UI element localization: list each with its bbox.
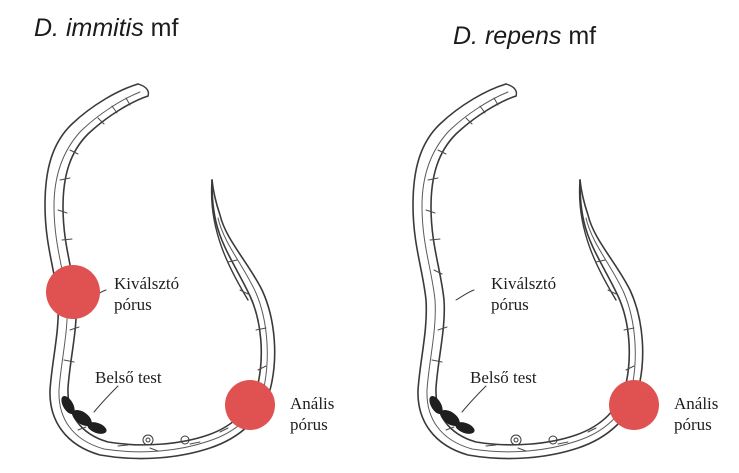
- anal-line1-right: Anális: [674, 393, 718, 414]
- excretory-pore-label-left: Kiválsztó pórus: [114, 273, 179, 315]
- inner-body-text-left: Belső test: [95, 368, 162, 387]
- inner-body-text-right: Belső test: [470, 368, 537, 387]
- anal-line2-right: pórus: [674, 414, 718, 435]
- anal-pore-marker-right: [609, 380, 659, 430]
- excretory-pore-marker-left: [46, 265, 100, 319]
- excretory-line1-left: Kiválsztó: [114, 273, 179, 294]
- excretory-line1-right: Kiválsztó: [491, 273, 556, 294]
- anal-pore-marker-left: [225, 380, 275, 430]
- anal-pore-label-left: Anális pórus: [290, 393, 334, 435]
- worm-drawing-right: [413, 84, 643, 459]
- anal-line2-left: pórus: [290, 414, 334, 435]
- excretory-line2-left: pórus: [114, 294, 179, 315]
- excretory-line2-right: pórus: [491, 294, 556, 315]
- inner-body-label-right: Belső test: [470, 367, 537, 388]
- anal-pore-label-right: Anális pórus: [674, 393, 718, 435]
- inner-body-label-left: Belső test: [95, 367, 162, 388]
- anal-line1-left: Anális: [290, 393, 334, 414]
- excretory-pore-label-right: Kiválsztó pórus: [491, 273, 556, 315]
